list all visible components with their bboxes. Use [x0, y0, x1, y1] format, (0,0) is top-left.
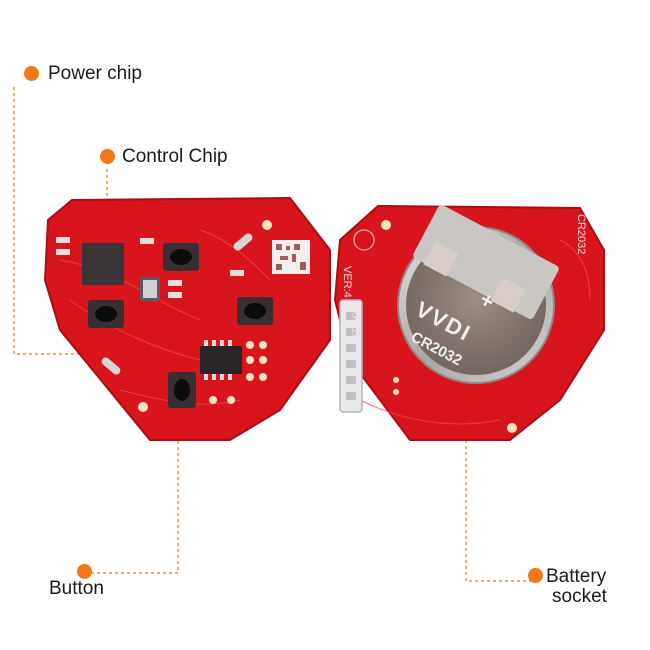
battery-socket-label-line1: Battery [546, 566, 607, 587]
battery-socket-leader [465, 430, 532, 582]
part-mark: #XF020 [349, 302, 361, 341]
control-chip [82, 243, 124, 285]
button-dot [77, 564, 92, 579]
battery-socket-label: Battery socket [546, 567, 607, 607]
connector [339, 299, 363, 413]
battery-socket-label-line2: socket [552, 586, 607, 607]
battery-socket [397, 204, 559, 384]
power-chip-dot [24, 66, 39, 81]
battery-socket-dot [528, 568, 543, 583]
control-chip-dot [100, 149, 115, 164]
power-chip [200, 346, 242, 374]
left-pcb [43, 196, 331, 441]
control-chip-label: Control Chip [122, 146, 228, 167]
power-chip-label: Power chip [48, 63, 142, 84]
mirrored-cell-mark: CR2032 [575, 214, 587, 254]
button-leader [85, 398, 179, 574]
tactile-buttons [88, 243, 273, 408]
version-mark: VER:4 [341, 266, 353, 298]
button-label: Button [49, 578, 104, 599]
right-pcb [333, 204, 605, 441]
